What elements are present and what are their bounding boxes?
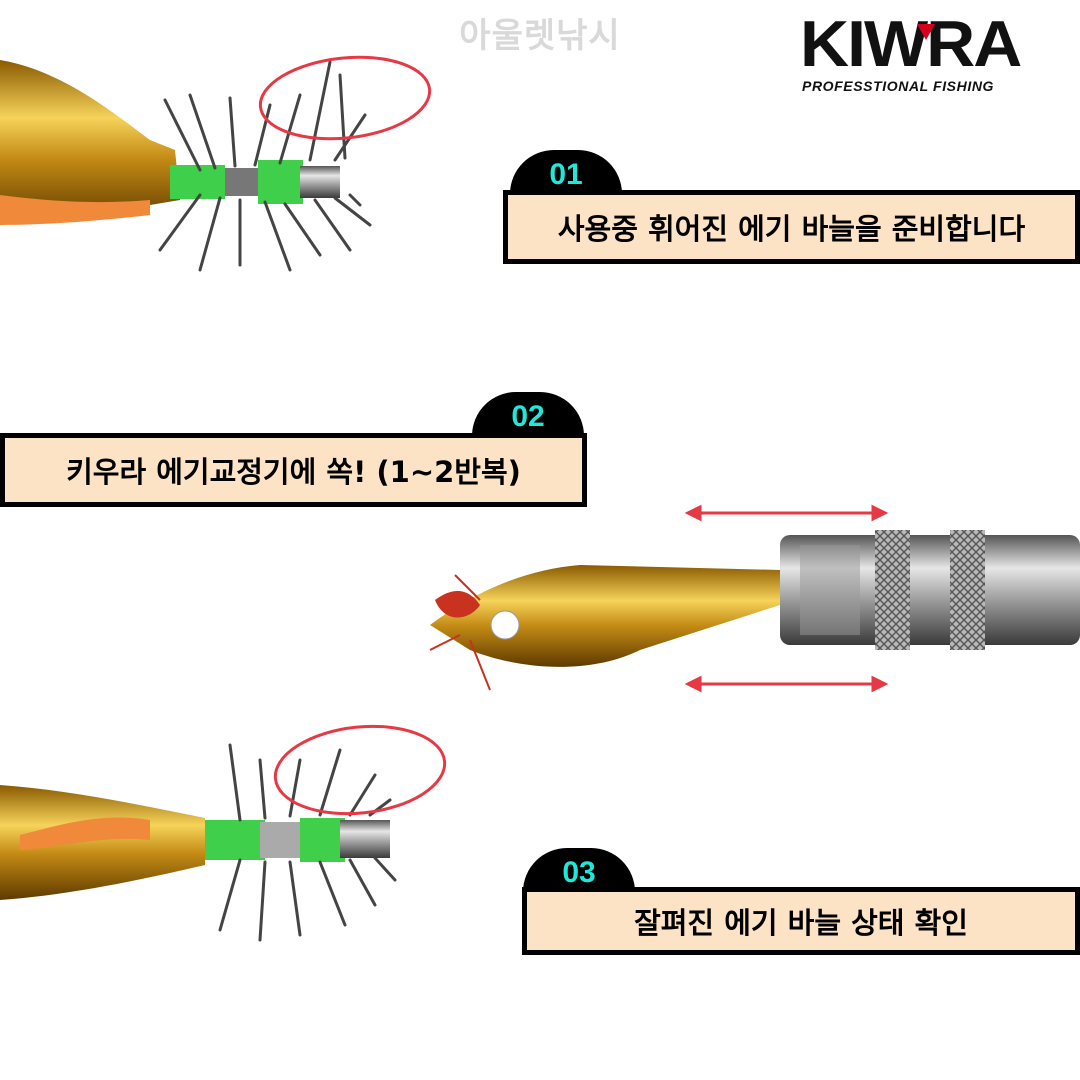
bent-jig-photo: [0, 60, 372, 272]
slide-arrow-icon: [684, 504, 889, 693]
step-text: 잘펴진 에기 바늘 상태 확인: [522, 887, 1080, 955]
highlight-circle-icon: [258, 55, 432, 141]
brand-tagline: PROFESSTIONAL FISHING: [802, 78, 995, 94]
step-number-badge: 03: [523, 848, 635, 892]
brand-name: KIWRA: [800, 8, 1022, 81]
logo-triangle-icon: [917, 24, 935, 40]
step-number-badge: 02: [472, 392, 584, 436]
jig-in-straightener-photo: [429, 530, 1080, 691]
brand-logo: KIWRA PROFESSTIONAL FISHING: [800, 8, 1070, 94]
straightened-jig-photo: [0, 743, 397, 942]
step-text: 사용중 휘어진 에기 바늘을 준비합니다: [503, 190, 1080, 264]
step-number-badge: 01: [510, 150, 622, 194]
step-text: 키우라 에기교정기에 쏙! (1~2반복): [0, 433, 587, 507]
watermark-text: 아울렛낚시: [459, 16, 621, 56]
highlight-circle-icon: [273, 724, 447, 816]
